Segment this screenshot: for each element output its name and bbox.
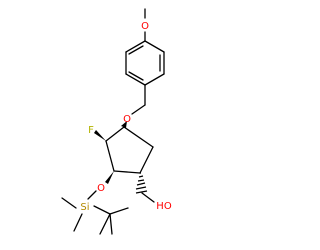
bond-si-tbu-c [93,205,111,215]
methoxy-oxygen-label: O [141,21,149,32]
wedge-bond-c3-f [94,130,106,141]
bond-ch2-hydroxyl [141,192,155,203]
ring5-bond-c1-c2 [113,170,141,174]
benzene-ring [125,40,165,86]
ring-bond-1 [144,40,165,53]
bond-tbu-methyl-2 [109,213,113,235]
ring-bond-3 [144,73,165,86]
bond-o-si [87,190,97,200]
bond-tbu-methyl-3 [99,213,111,235]
molecule-structure: O O F O Si HO [61,8,172,235]
ring5-bond-c3-c4 [105,126,125,142]
wedge-bond-c4-o [121,121,127,128]
cyclopentane-ring [105,126,154,174]
ring-bond-4 [125,73,146,86]
bond-tbu-methyl-1 [109,207,129,215]
ring-double-bond-c [128,45,144,55]
hashed-bond-c1-ch2 [135,172,148,194]
wedge-bond-c2-o [105,171,114,184]
silicon-label: Si [80,202,89,213]
benzyl-ether-oxygen-label: O [123,114,131,125]
ring-bond-6 [125,40,146,53]
ring5-bond-c2-c3 [105,140,115,172]
ring-double-bond-b [128,71,144,81]
fluorine-label: F [88,125,94,136]
bond-ch2-ether-o [131,104,146,115]
ring5-bond-c4-c5 [123,126,154,148]
silyl-ether-oxygen-label: O [97,183,105,194]
ring5-bond-c5-c1 [139,146,154,174]
bond-si-methyl-2 [73,213,83,232]
bond-si-methyl-1 [61,197,77,209]
hydroxyl-label: HO [156,201,172,212]
